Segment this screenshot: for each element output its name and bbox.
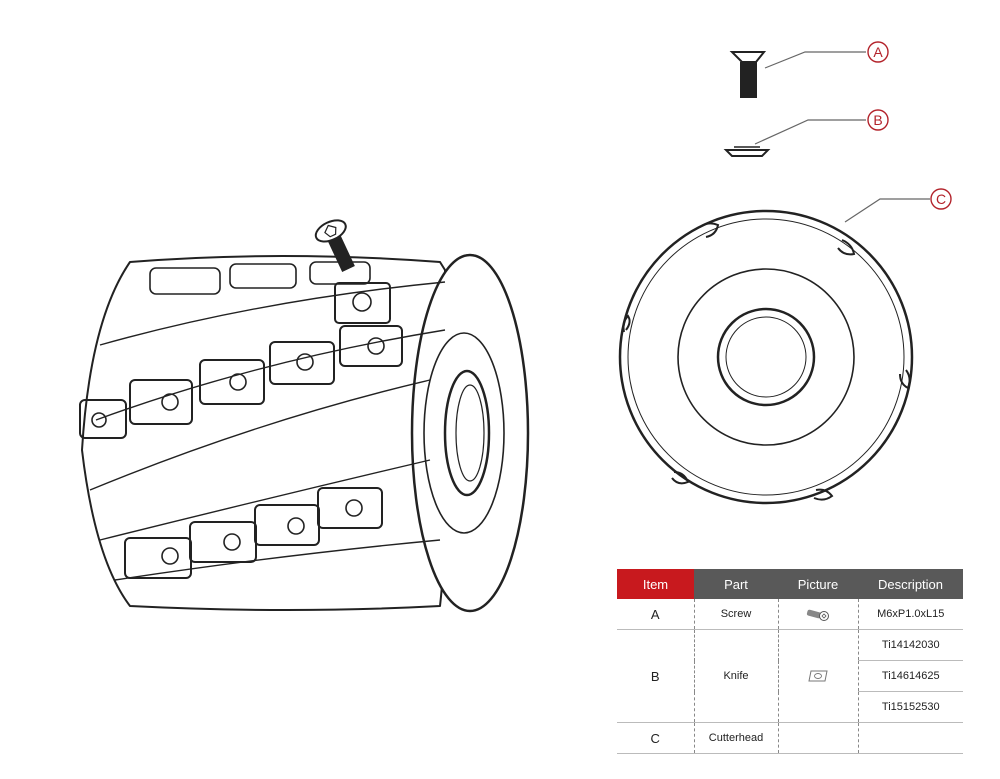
- header-description: Description: [858, 569, 963, 599]
- callout-c-letter: C: [936, 191, 946, 207]
- callout-c-leader: [844, 198, 930, 223]
- callout-a-leader: [764, 51, 866, 69]
- row-c-item: C: [617, 722, 694, 754]
- callout-c-circle: [930, 188, 952, 210]
- row-c-picture: [777, 722, 858, 754]
- header-picture: Picture: [778, 569, 858, 599]
- table-row: B Knife Ti14142030: [617, 629, 963, 723]
- callout-a-letter: A: [873, 44, 883, 60]
- row-b-picture: [777, 629, 858, 723]
- row-c-part: Cutterhead: [693, 722, 778, 754]
- table-row: Ti14614625: [617, 660, 963, 692]
- installed-screw-drawing: [314, 219, 355, 272]
- callout-b-letter: B: [873, 112, 882, 128]
- table-row: A Screw M6xP1.0xL15: [617, 599, 963, 630]
- callout-b-leader: [754, 119, 866, 145]
- row-a-description: M6xP1.0xL15: [857, 599, 963, 630]
- row-c-description: [857, 722, 963, 754]
- row-b-description-1: Ti14142030: [857, 629, 963, 661]
- knife-part-drawing: [723, 146, 771, 157]
- row-b-part: Knife: [693, 629, 778, 723]
- parts-table: Item Part Picture Description A Screw M6…: [617, 569, 963, 754]
- callout-b-circle: [867, 109, 889, 131]
- screw-icon: [806, 609, 829, 621]
- row-a-part: Screw: [693, 599, 778, 630]
- table-row: Ti15152530: [617, 691, 963, 723]
- header-part: Part: [694, 569, 778, 599]
- table-header-row: Item Part Picture Description: [617, 569, 963, 599]
- row-b-description-2: Ti14614625: [857, 660, 963, 692]
- callout-a-circle: [867, 41, 889, 63]
- row-b-item: B: [617, 629, 694, 723]
- screw-part-drawing: [729, 51, 767, 98]
- header-item: Item: [617, 569, 694, 599]
- row-b-description-3: Ti15152530: [857, 691, 963, 723]
- row-a-item: A: [650, 606, 660, 622]
- cutterhead-end-view: [618, 209, 914, 505]
- knife-insert-icon: [808, 670, 828, 682]
- row-a-picture: [777, 599, 858, 630]
- table-row: C Cutterhead: [617, 722, 963, 754]
- cutterhead-side-view: [79, 253, 530, 613]
